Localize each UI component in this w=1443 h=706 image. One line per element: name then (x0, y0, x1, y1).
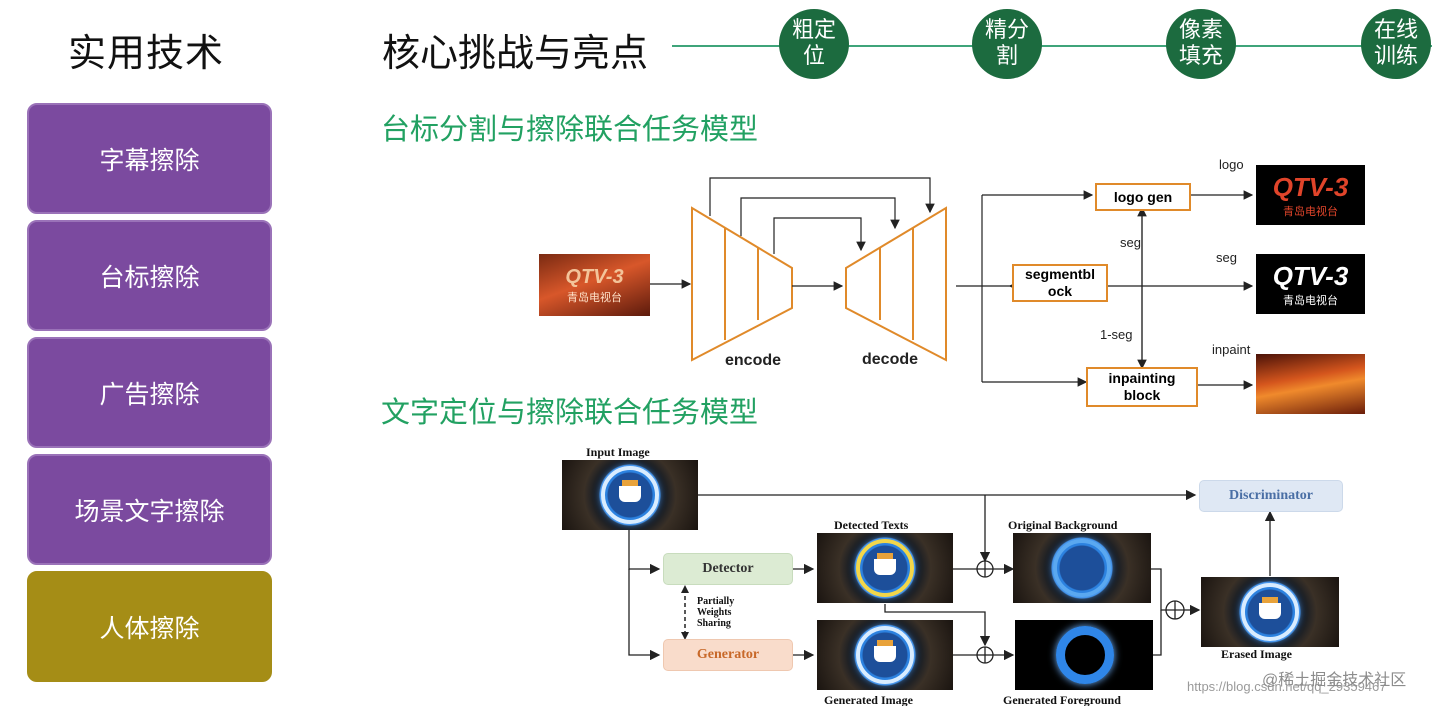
watermark-brand: @稀土掘金技术社区 (1262, 672, 1407, 689)
sidebar-item-label: 台标擦除 (99, 262, 200, 292)
diagram2-connectors (628, 489, 1276, 664)
original-background-photo (1013, 533, 1151, 603)
pill-pixel-filling: 像素填充 (1166, 9, 1236, 79)
diagram1-title: 台标分割与擦除联合任务模型 (381, 112, 759, 146)
output-seg-mask-image: QTV-3 青岛电视台 (1256, 254, 1365, 314)
page-title: 核心挑战与亮点 (382, 31, 649, 75)
output-inpaint-label: inpaint (1212, 342, 1251, 357)
input-logo-image: QTV-3 青岛电视台 (539, 254, 650, 316)
output-logo-label: logo (1219, 157, 1244, 172)
detector-node: Detector (663, 553, 793, 585)
generator-node: Generator (663, 639, 793, 671)
sidebar-item-scene-text-removal[interactable]: 场景文字擦除 (27, 454, 272, 565)
diagram1-connectors (650, 177, 1254, 390)
logo-gen-block: logo gen (1095, 183, 1191, 211)
sidebar-item-ad-removal[interactable]: 广告擦除 (27, 337, 272, 448)
pill-coarse-localization: 粗定位 (779, 9, 849, 79)
watermark-url: https://blog.csdn.net/qq_29359467 (1187, 679, 1387, 694)
input-photo (562, 460, 698, 530)
erased-image-caption: Erased Image (1221, 647, 1292, 661)
left-title: 实用技术 (68, 31, 225, 75)
pill-fine-segmentation: 精分割 (972, 9, 1042, 79)
diagram2-title: 文字定位与擦除联合任务模型 (381, 395, 759, 429)
output-seg-label: seg (1216, 250, 1237, 265)
header-divider (672, 45, 1432, 47)
pill-online-training: 在线训练 (1361, 9, 1431, 79)
sidebar-item-subtitle-removal[interactable]: 字幕擦除 (27, 103, 272, 214)
generated-image-photo (817, 620, 953, 690)
original-background-caption: Original Background (1008, 518, 1118, 532)
sidebar-item-label: 字幕擦除 (99, 145, 200, 175)
output-logo-image: QTV-3 青岛电视台 (1256, 165, 1365, 225)
sidebar-item-label: 广告擦除 (99, 379, 200, 409)
output-inpaint-image (1256, 354, 1365, 414)
encode-label: encode (725, 352, 782, 369)
generated-foreground-photo (1015, 620, 1153, 690)
detected-texts-photo (817, 533, 953, 603)
sidebar-item-person-removal[interactable]: 人体擦除 (27, 571, 272, 682)
generated-foreground-caption: Generated Foreground (1003, 693, 1121, 706)
one-minus-seg-label: 1-seg (1100, 327, 1133, 342)
detected-texts-caption: Detected Texts (834, 518, 909, 532)
generated-image-caption: Generated Image (824, 693, 913, 706)
decode-label: decode (862, 351, 919, 368)
input-image-caption: Input Image (586, 445, 650, 459)
sidebar-item-logo-removal[interactable]: 台标擦除 (27, 220, 272, 331)
sidebar-item-label: 人体擦除 (99, 613, 200, 643)
erased-image-photo (1201, 577, 1339, 647)
sidebar-item-label: 场景文字擦除 (74, 496, 225, 526)
seg-link-label: seg (1120, 235, 1141, 250)
discriminator-node: Discriminator (1199, 480, 1343, 512)
